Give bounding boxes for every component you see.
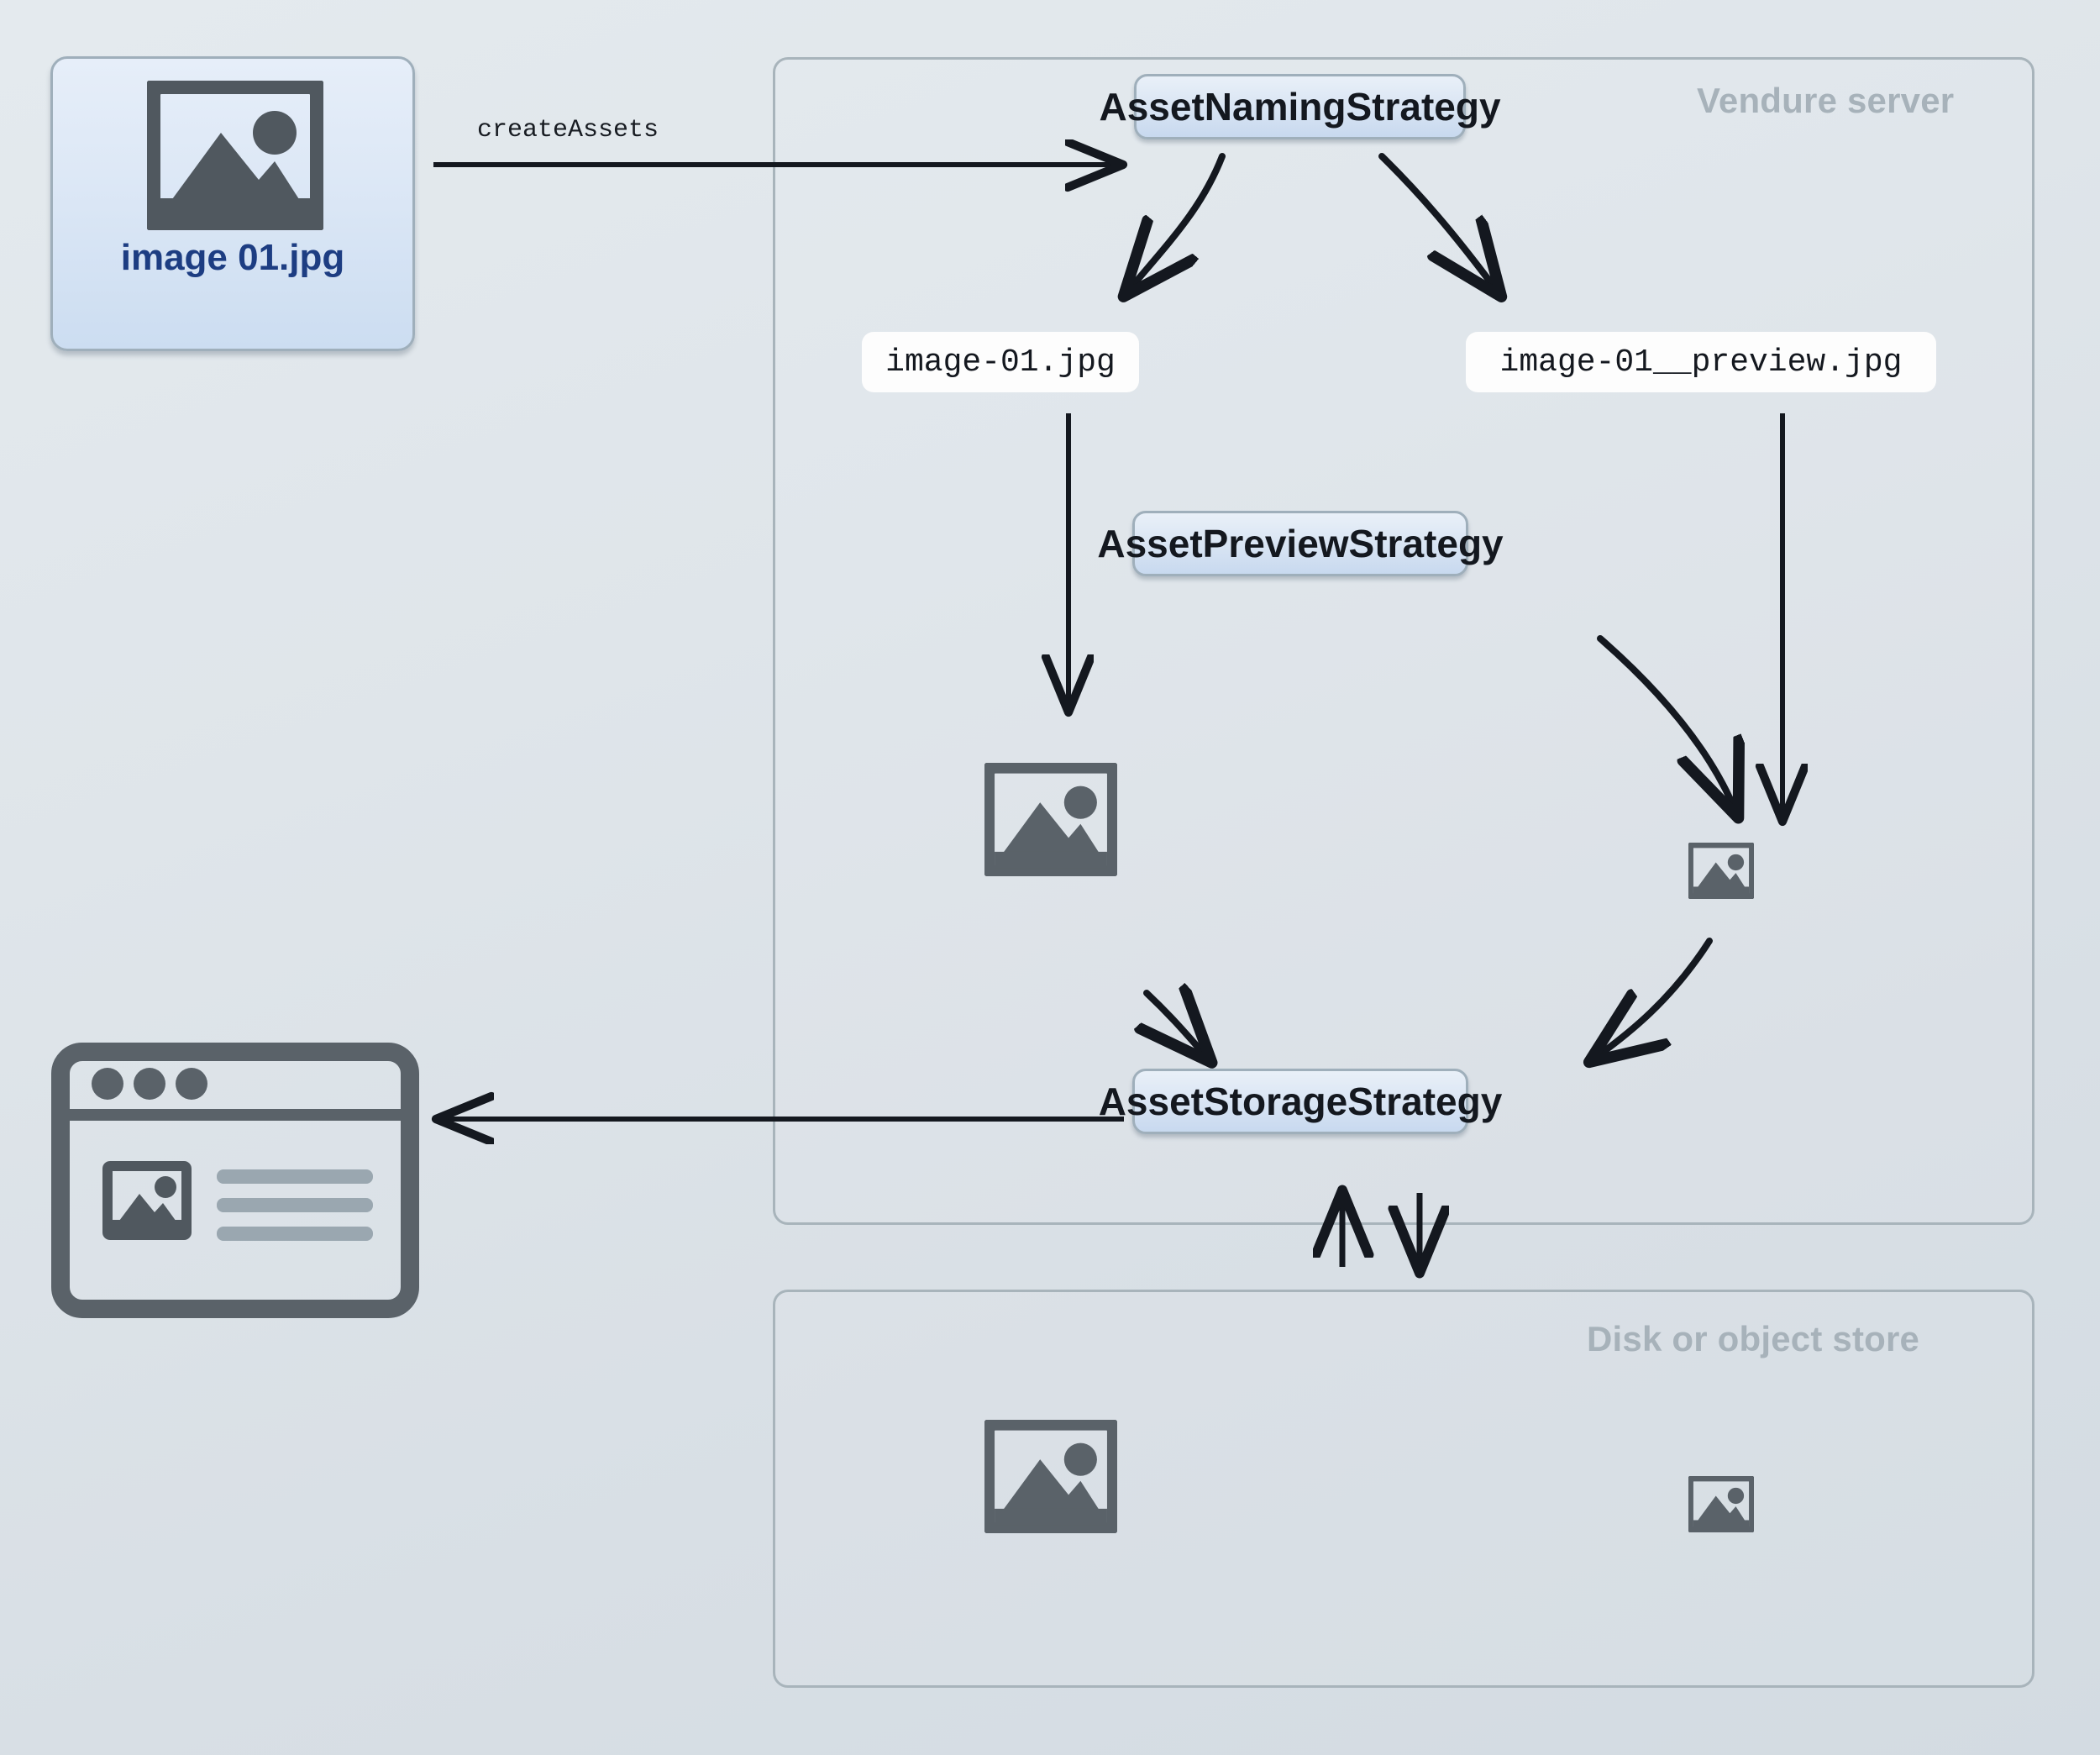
group-disk-store	[773, 1290, 2034, 1688]
asset-naming-strategy-box[interactable]: AssetNamingStrategy	[1099, 74, 1501, 139]
group-disk-store-label: Disk or object store	[1587, 1319, 1920, 1358]
group-vendure-server-label: Vendure server	[1697, 81, 1955, 120]
source-asset-label: image 01.jpg	[120, 237, 345, 278]
store-full-image-icon	[984, 1420, 1117, 1533]
source-asset-card[interactable]: image 01.jpg	[50, 56, 415, 351]
browser-thumbnail-icon	[102, 1161, 192, 1240]
asset-preview-strategy-box[interactable]: AssetPreviewStrategy	[1097, 511, 1504, 576]
image-icon	[147, 81, 323, 230]
preview-filename-chip: image-01__preview.jpg	[1466, 332, 1936, 392]
server-preview-image-icon	[1688, 843, 1754, 899]
source-filename-chip: image-01.jpg	[862, 332, 1139, 392]
asset-storage-strategy-box[interactable]: AssetStorageStrategy	[1099, 1069, 1502, 1134]
create-assets-edge-label: createAssets	[477, 116, 659, 144]
store-preview-image-icon	[1688, 1476, 1754, 1532]
browser-window-icon[interactable]	[50, 1042, 420, 1319]
server-full-image-icon	[984, 763, 1117, 876]
group-vendure-server	[773, 57, 2034, 1225]
